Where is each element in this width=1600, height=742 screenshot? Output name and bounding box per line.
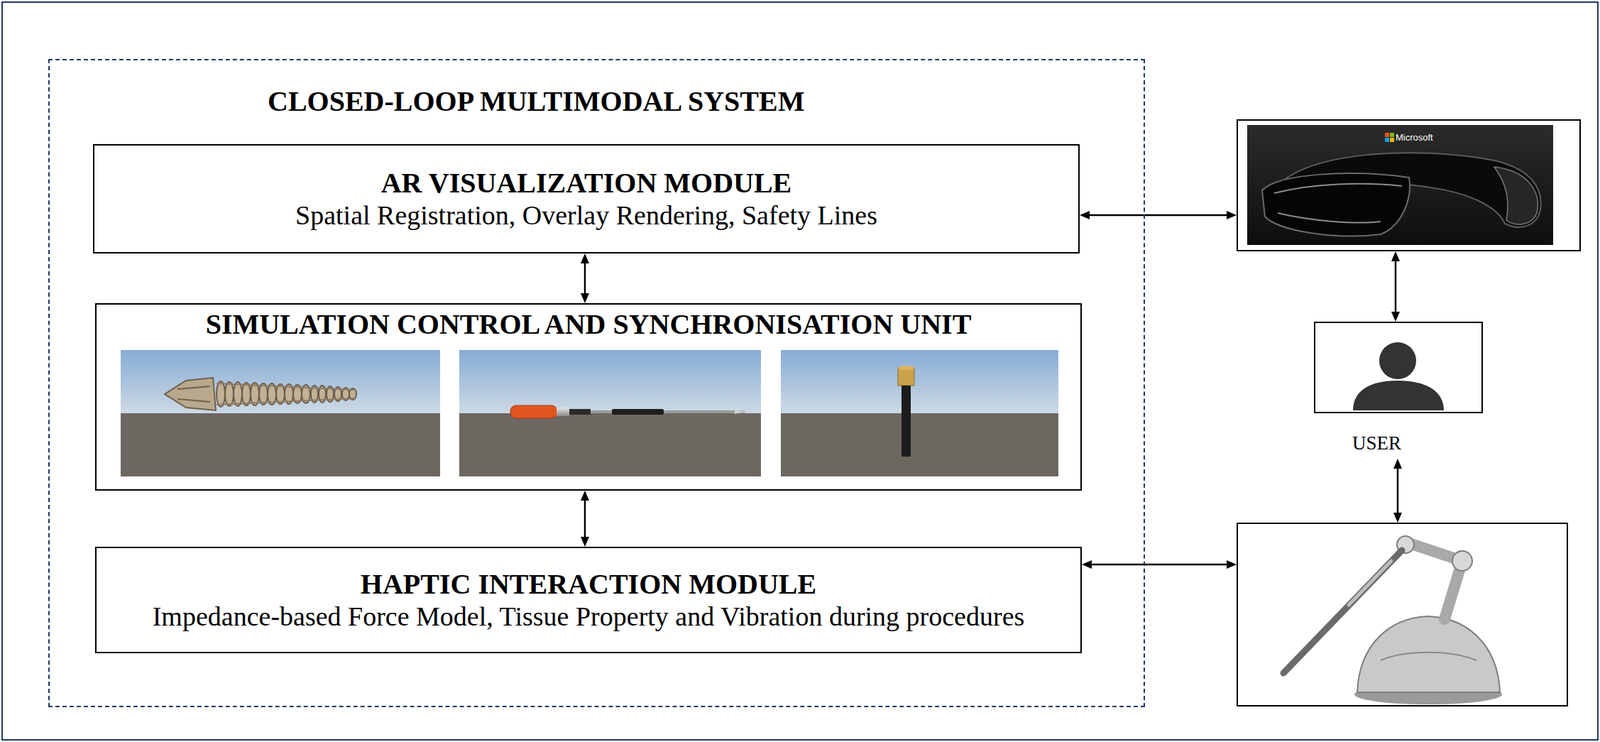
module-body: Impedance-based Force Model, Tissue Prop… — [152, 600, 1026, 632]
arrow-line — [1396, 467, 1400, 514]
double-arrow — [580, 490, 590, 547]
vertebra — [216, 381, 226, 407]
arrow-head — [1391, 251, 1400, 262]
screwdriver-sleeve — [611, 408, 664, 415]
stylus-grip — [1348, 560, 1392, 605]
module-heading: SIMULATION CONTROL AND SYNCHRONISATION U… — [205, 308, 972, 341]
visor-highlight — [1274, 183, 1402, 223]
user-head — [1379, 342, 1417, 380]
double-arrow — [1393, 458, 1402, 523]
brand-label: Microsoft — [1395, 132, 1434, 144]
module-body: Spatial Registration, Overlay Rendering,… — [295, 199, 878, 231]
photo-ground — [1247, 124, 1554, 245]
module-box: HAPTIC INTERACTION MODULEImpedance-based… — [95, 546, 1082, 654]
vertebra — [225, 381, 234, 407]
screwdriver-collar — [569, 408, 591, 415]
arrow-head — [580, 293, 590, 304]
arrow-line — [584, 499, 587, 539]
vertebra — [242, 382, 251, 406]
user-box: USER — [1313, 321, 1483, 414]
haptic-device-picture — [1283, 535, 1503, 705]
visor — [1262, 173, 1410, 236]
module-box: AR VISUALIZATION MODULESpatial Registrat… — [92, 144, 1080, 254]
logo-square — [1389, 132, 1395, 138]
vertebra — [259, 383, 268, 405]
headset-box: Microsoft — [1236, 119, 1581, 252]
user-icon — [1352, 342, 1444, 411]
hololens-picture — [1247, 124, 1554, 245]
vertebra — [250, 382, 260, 406]
spine-render — [120, 349, 441, 477]
scene-ground — [780, 413, 1059, 477]
double-arrow — [1391, 251, 1400, 322]
spinal-processes — [216, 383, 355, 405]
probe-rod — [901, 385, 911, 457]
user-label: USER — [1352, 432, 1402, 455]
double-arrow — [580, 253, 590, 304]
arrow-head — [1226, 560, 1237, 569]
module-box: SIMULATION CONTROL AND SYNCHRONISATION U… — [95, 303, 1082, 491]
rear-pad — [1494, 166, 1538, 225]
arrow-head — [580, 253, 590, 264]
logo-square — [1384, 132, 1390, 138]
arrow-head — [1226, 210, 1237, 220]
group-title: CLOSED-LOOP MULTIMODAL SYSTEM — [267, 85, 805, 118]
vertebra — [233, 381, 243, 407]
scene-sky — [120, 349, 441, 414]
double-arrow — [1081, 560, 1237, 569]
user-shoulders — [1352, 380, 1444, 411]
screwdriver-ferrule — [556, 407, 570, 416]
arrow-head — [1081, 560, 1092, 569]
scene-ground — [120, 413, 441, 477]
arrow-head — [1393, 512, 1402, 523]
arrow-line — [584, 261, 587, 295]
device-joint — [1452, 550, 1473, 571]
arrow-head — [580, 490, 590, 501]
logo-square — [1384, 137, 1390, 142]
scene-ground — [459, 413, 761, 477]
module-heading: HAPTIC INTERACTION MODULE — [360, 567, 817, 601]
screwdriver-tip — [734, 409, 747, 414]
arrow-line — [1090, 563, 1229, 566]
device-stylus — [1283, 550, 1402, 673]
arrow-head — [1393, 458, 1402, 469]
arrow-line — [1088, 214, 1229, 217]
system-boundary: CLOSED-LOOP MULTIMODAL SYSTEM AR VISUALIZ… — [48, 58, 1145, 708]
device-base-panel — [1380, 652, 1477, 661]
arrow-line — [1394, 259, 1397, 314]
device-box — [1236, 522, 1569, 707]
probe-cap-top — [897, 365, 915, 370]
arrow-head — [580, 536, 590, 547]
vertebrae — [216, 381, 357, 407]
screwdriver-handle — [510, 405, 558, 419]
arrow-head — [1391, 311, 1400, 322]
scene-sky — [780, 349, 1059, 414]
arrow-head — [1079, 210, 1090, 220]
probe-render — [780, 349, 1059, 477]
module-heading: AR VISUALIZATION MODULE — [381, 166, 793, 200]
sacrum — [164, 377, 216, 411]
device-base — [1357, 616, 1500, 693]
scene-sky — [459, 349, 761, 414]
logo-square — [1389, 137, 1395, 142]
sacrum-detail — [177, 386, 211, 402]
double-arrow — [1079, 210, 1237, 220]
probe-cap — [897, 367, 915, 386]
screwdriver-render — [459, 349, 761, 477]
